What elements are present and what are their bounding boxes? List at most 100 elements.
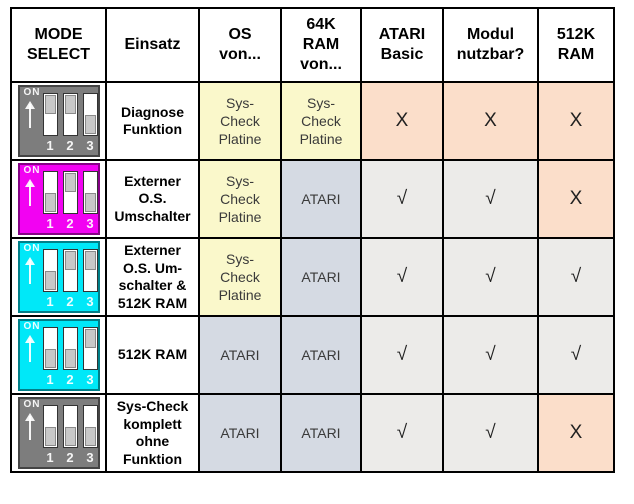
dip-number: 1: [46, 450, 54, 465]
dip-switch-handle-up: [62, 171, 78, 214]
column-header: Einsatz: [105, 7, 200, 83]
switch-handle: [44, 349, 56, 368]
column-header: Modul nutzbar?: [442, 7, 539, 83]
ram-512k-cell: X: [537, 393, 615, 473]
on-label: ON: [23, 165, 41, 176]
dip-number: 2: [66, 372, 74, 387]
einsatz-cell: Sys-Check komplett ohne Funktion: [105, 393, 200, 473]
dip-switch-handle-up: [82, 249, 98, 292]
einsatz-cell: Externer O.S. Umschalter: [105, 159, 200, 239]
dip-switch-handle-down: [42, 405, 58, 448]
modul-nutzbar-cell: √: [442, 237, 539, 317]
dip-switch-handle-down: [42, 171, 58, 214]
column-header: MODE SELECT: [10, 7, 107, 83]
atari-basic-cell: √: [360, 237, 444, 317]
os-von-cell: Sys- Check Platine: [198, 81, 282, 161]
atari-basic-cell: X: [360, 81, 444, 161]
dip-number: 3: [86, 294, 94, 309]
ram-von-cell: ATARI: [280, 393, 362, 473]
switch-handle: [84, 427, 96, 446]
dip-number: 2: [66, 138, 74, 153]
dip-switch-handle-down: [82, 405, 98, 448]
up-arrow-icon: [24, 335, 35, 362]
einsatz-cell: Externer O.S. Um- schalter & 512K RAM: [105, 237, 200, 317]
dip-switch-handle-up: [62, 249, 78, 292]
dip-switch-handle-down: [62, 405, 78, 448]
switch-handle: [64, 427, 76, 446]
dip-switch-handle-up: [42, 93, 58, 136]
switch-handle: [44, 95, 56, 114]
dip-slots: [42, 405, 98, 448]
switch-handle: [84, 251, 96, 270]
dip-slots: [42, 93, 98, 136]
dip-switch-handle-down: [82, 93, 98, 136]
dip-number: 2: [66, 450, 74, 465]
switch-handle: [44, 427, 56, 446]
switch-handle: [64, 173, 76, 192]
ram-von-cell: ATARI: [280, 237, 362, 317]
dip-switch-handle-down: [62, 327, 78, 370]
ram-512k-cell: X: [537, 159, 615, 239]
column-header: OS von...: [198, 7, 282, 83]
os-von-cell: ATARI: [198, 315, 282, 395]
atari-basic-cell: √: [360, 315, 444, 395]
dip-number: 3: [86, 216, 94, 231]
dip-slots: [42, 249, 98, 292]
ram-von-cell: ATARI: [280, 315, 362, 395]
modul-nutzbar-cell: √: [442, 159, 539, 239]
dip-switch-handle-down: [42, 249, 58, 292]
dip-slots: [42, 327, 98, 370]
dip-number: 3: [86, 450, 94, 465]
dip-number: 2: [66, 294, 74, 309]
dip-switch-handle-down: [82, 171, 98, 214]
modul-nutzbar-cell: √: [442, 393, 539, 473]
switch-handle: [84, 115, 96, 134]
dip-switch-handle-up: [62, 93, 78, 136]
ram-von-cell: ATARI: [280, 159, 362, 239]
dip-number: 1: [46, 294, 54, 309]
switch-handle: [44, 193, 56, 212]
dip-slots: [42, 171, 98, 214]
ram-512k-cell: X: [537, 81, 615, 161]
ram-512k-cell: √: [537, 237, 615, 317]
ram-512k-cell: √: [537, 315, 615, 395]
einsatz-cell: 512K RAM: [105, 315, 200, 395]
on-label: ON: [23, 87, 41, 98]
up-arrow-icon: [24, 101, 35, 128]
switch-handle: [64, 349, 76, 368]
dip-number: 1: [46, 216, 54, 231]
switch-handle: [84, 193, 96, 212]
os-von-cell: Sys- Check Platine: [198, 159, 282, 239]
einsatz-cell: Diagnose Funktion: [105, 81, 200, 161]
up-arrow-icon: [24, 179, 35, 206]
column-header: 512K RAM: [537, 7, 615, 83]
on-label: ON: [23, 399, 41, 410]
up-arrow-icon: [24, 257, 35, 284]
dip-switch-handle-up: [82, 327, 98, 370]
column-header: 64K RAM von...: [280, 7, 362, 83]
os-von-cell: ATARI: [198, 393, 282, 473]
dip-number: 3: [86, 138, 94, 153]
dip-number: 2: [66, 216, 74, 231]
